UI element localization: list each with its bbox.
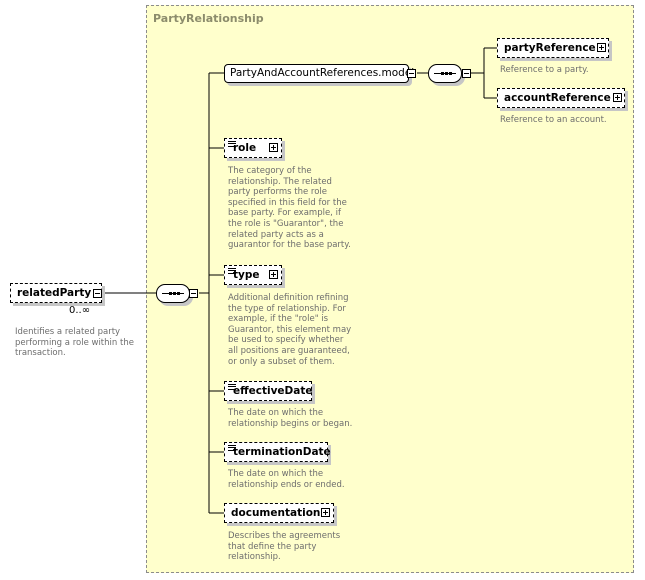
effective-date-element[interactable]: effectiveDate: [224, 381, 313, 401]
party-and-account-references-model-group[interactable]: PartyAndAccountReferences.model: [224, 64, 414, 83]
role-label: role: [233, 142, 257, 154]
related-party-description: Identifies a related party performing a …: [15, 327, 134, 359]
expand-icon[interactable]: [597, 43, 606, 52]
documentation-element[interactable]: documentation: [224, 503, 334, 523]
termination-date-label: terminationDate: [233, 446, 331, 458]
model-group-label: PartyAndAccountReferences.model: [230, 67, 415, 79]
related-party-label: relatedParty: [17, 287, 92, 299]
type-title: PartyRelationship: [153, 12, 264, 25]
expand-icon[interactable]: [321, 508, 330, 517]
sequence-compositor[interactable]: [428, 64, 462, 83]
collapse-icon[interactable]: [407, 69, 416, 78]
type-label: type: [233, 269, 260, 281]
sequence-compositor[interactable]: [156, 284, 190, 303]
account-reference-element[interactable]: accountReference: [497, 88, 625, 108]
account-reference-description: Reference to an account.: [500, 115, 607, 125]
role-element[interactable]: role: [224, 138, 282, 158]
expand-icon[interactable]: [613, 93, 622, 102]
collapse-icon[interactable]: [93, 289, 102, 298]
party-reference-description: Reference to a party.: [500, 65, 589, 75]
occurrence-label: 0..∞: [69, 305, 91, 316]
role-description: The category of the relationship. The re…: [228, 166, 351, 251]
effective-date-description: The date on which the relationship begin…: [228, 408, 353, 429]
party-reference-label: partyReference: [504, 42, 596, 54]
collapse-icon[interactable]: [189, 289, 198, 298]
account-reference-label: accountReference: [504, 92, 611, 104]
related-party-element[interactable]: relatedParty: [10, 283, 102, 303]
type-element[interactable]: type: [224, 265, 282, 285]
documentation-description: Describes the agreements that define the…: [228, 531, 341, 563]
party-reference-element[interactable]: partyReference: [497, 38, 609, 58]
documentation-label: documentation: [231, 507, 321, 519]
termination-date-element[interactable]: terminationDate: [224, 442, 331, 462]
type-description: Additional definition refining the type …: [228, 293, 352, 367]
termination-date-description: The date on which the relationship ends …: [228, 469, 345, 490]
effective-date-label: effectiveDate: [233, 385, 313, 397]
expand-icon[interactable]: [269, 270, 278, 279]
expand-icon[interactable]: [269, 143, 278, 152]
collapse-icon[interactable]: [462, 69, 471, 78]
